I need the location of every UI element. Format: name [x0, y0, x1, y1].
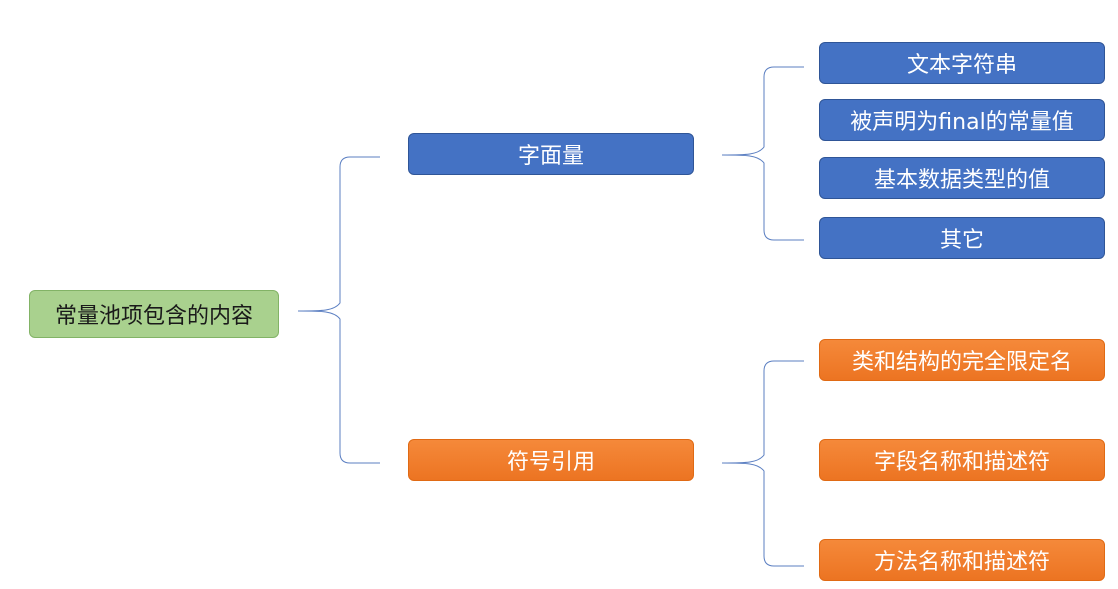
root-label: 常量池项包含的内容 — [54, 304, 253, 329]
brace-literal — [721, 66, 804, 241]
leaf-other: 其它 — [819, 217, 1105, 259]
leaf-label: 文本字符串 — [906, 53, 1017, 78]
leaf-label: 类和结构的完全限定名 — [851, 350, 1072, 375]
root-node: 常量池项包含的内容 — [29, 290, 279, 338]
leaf-method-name-descriptor: 方法名称和描述符 — [819, 539, 1105, 581]
brace-symbolic — [721, 360, 804, 567]
branch-label: 字面量 — [517, 144, 584, 169]
leaf-label: 其它 — [939, 228, 984, 253]
leaf-final-constant: 被声明为final的常量值 — [819, 99, 1105, 141]
leaf-text-string: 文本字符串 — [819, 42, 1105, 84]
brace-root — [297, 156, 380, 464]
leaf-label: 方法名称和描述符 — [873, 550, 1050, 575]
branch-label: 符号引用 — [506, 450, 595, 475]
branch-symbolic-reference: 符号引用 — [408, 439, 694, 481]
leaf-primitive-value: 基本数据类型的值 — [819, 157, 1105, 199]
leaf-label: 基本数据类型的值 — [873, 168, 1050, 193]
leaf-label: 字段名称和描述符 — [873, 450, 1050, 475]
leaf-field-name-descriptor: 字段名称和描述符 — [819, 439, 1105, 481]
branch-literal: 字面量 — [408, 133, 694, 175]
leaf-label: 被声明为final的常量值 — [850, 110, 1074, 135]
leaf-fully-qualified-name: 类和结构的完全限定名 — [819, 339, 1105, 381]
